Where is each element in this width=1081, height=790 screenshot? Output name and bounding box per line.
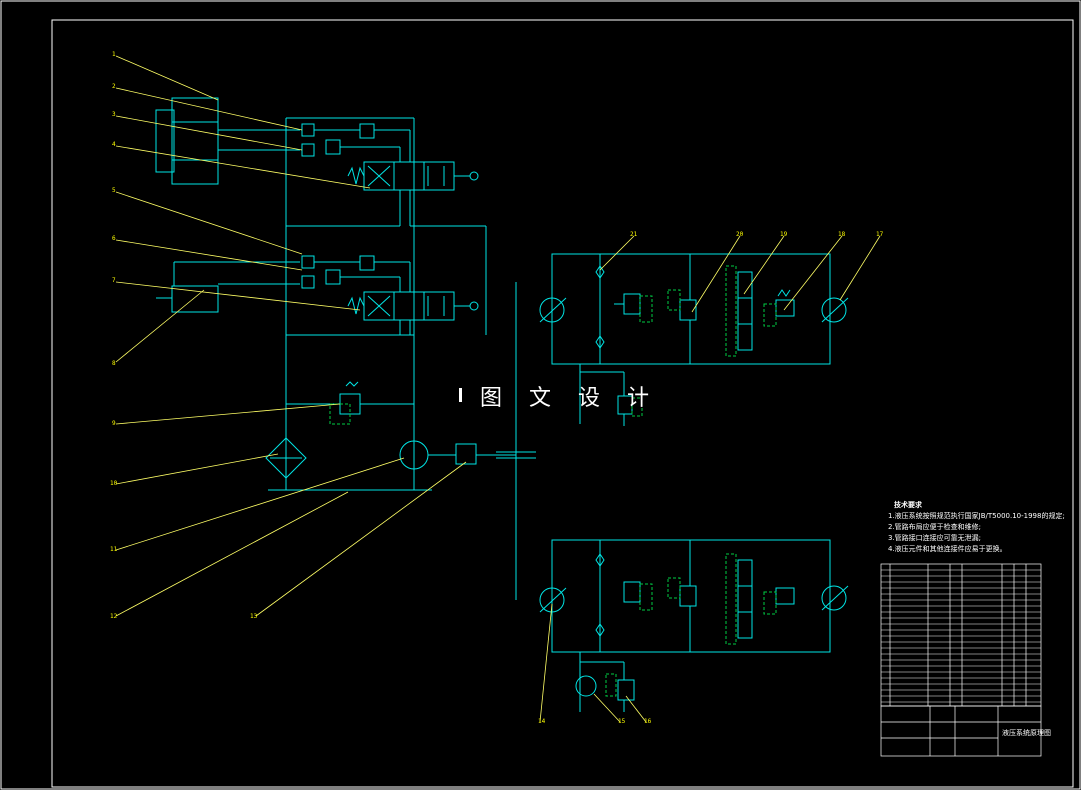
title-block	[880, 705, 1042, 757]
drawing-frame	[51, 19, 1074, 788]
callout-8: 8	[112, 360, 116, 367]
callout-6: 6	[112, 235, 116, 242]
callout-12: 12	[110, 613, 118, 620]
callout-4: 4	[112, 141, 116, 148]
callout-11: 11	[110, 546, 118, 553]
callout-14: 14	[538, 718, 546, 725]
circuit-right-upper	[539, 253, 849, 426]
technical-requirement-1: 1.液压系统按照规范执行国家JB/T5000.10-1998的规定;	[888, 512, 1065, 520]
callout-7: 7	[112, 277, 116, 284]
watermark-mark	[459, 388, 462, 402]
callout-13: 13	[250, 613, 258, 620]
callout-9: 9	[112, 420, 116, 427]
callout-20: 20	[736, 231, 744, 238]
callout-15: 15	[618, 718, 626, 725]
title-block-drawing-title: 液压系统原理图	[1002, 729, 1051, 737]
circuit-right-upper-pilot	[329, 265, 777, 425]
parts-list-rows	[881, 569, 1041, 703]
circuit-left	[155, 97, 516, 491]
callout-19: 19	[780, 231, 788, 238]
technical-requirement-4: 4.液压元件和其他连接件应易于更换。	[888, 545, 1007, 553]
technical-requirements: 技术要求 1.液压系统按照规范执行国家JB/T5000.10-1998的规定; …	[888, 500, 1065, 555]
callout-2: 2	[112, 83, 116, 90]
watermark-text: 图 文 设 计	[480, 386, 659, 411]
callout-5: 5	[112, 187, 116, 194]
callout-10: 10	[110, 480, 118, 487]
technical-requirements-title: 技术要求	[894, 501, 922, 509]
leader-lines	[115, 55, 881, 723]
callout-21: 21	[630, 231, 638, 238]
technical-requirement-2: 2.管路布局应便于检查和维修;	[888, 523, 982, 531]
callout-16: 16	[644, 718, 652, 725]
callout-1: 1	[112, 51, 116, 58]
technical-requirement-3: 3.管路接口连接应可靠无泄漏;	[888, 534, 982, 542]
callout-17: 17	[876, 231, 884, 238]
circuit-right-lower	[539, 539, 849, 712]
callout-3: 3	[112, 111, 116, 118]
circuit-right-lower-pilot	[605, 553, 777, 697]
drive-shaft	[496, 282, 536, 600]
callout-18: 18	[838, 231, 846, 238]
parts-list-table	[880, 563, 1042, 707]
